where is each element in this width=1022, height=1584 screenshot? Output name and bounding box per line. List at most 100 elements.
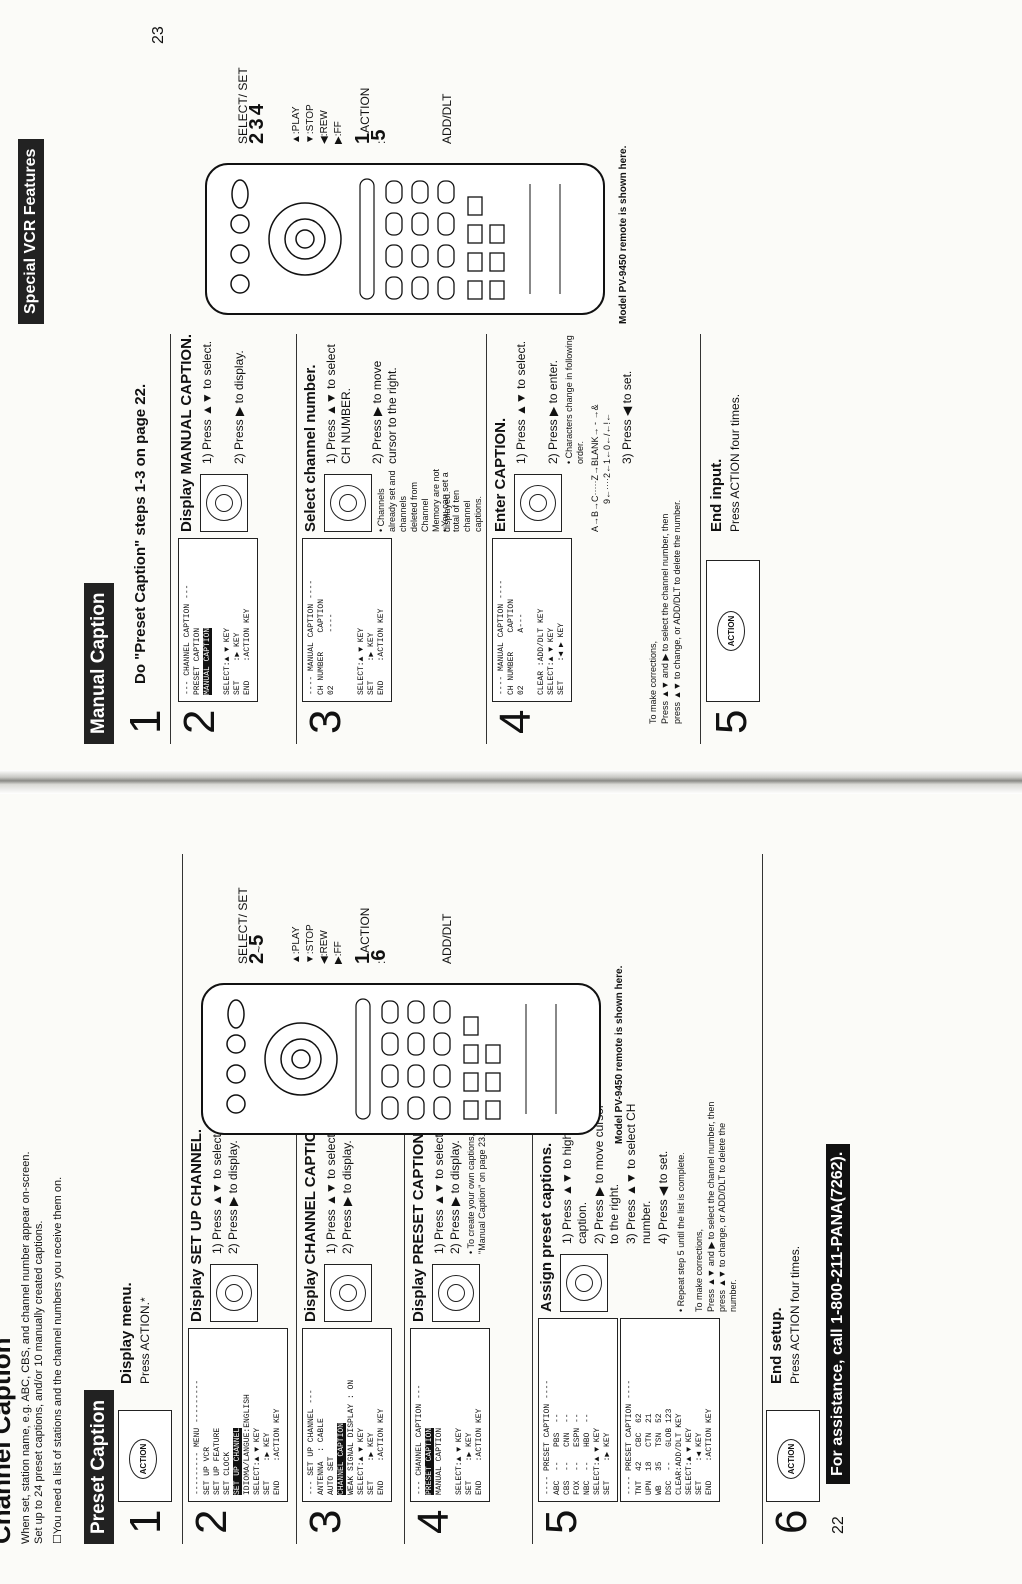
step-4-title: Display PRESET CAPTION. <box>410 1128 427 1322</box>
callout-action: 1ACTION :5 <box>352 87 390 144</box>
step-3-sub-1: 1) Press ▲▼ to select. <box>324 1130 338 1254</box>
intro-line-2: Set up to 24 preset captions, and/or 10 … <box>33 1220 45 1544</box>
joystick-pad-icon <box>432 1264 480 1322</box>
preset-caption-screen-2: ---- PRESET CAPTION ---- TNT 42 CBC 62 U… <box>620 1318 720 1502</box>
divider <box>532 1104 533 1544</box>
step-2-sub-2: 2) Press ▶ to display. <box>226 1140 240 1254</box>
step-2-title: Display SET UP CHANNEL. <box>188 1128 205 1322</box>
set-up-channel-screen: --- SET UP CHANNEL --- ANTENNA : CABLE A… <box>302 1328 392 1502</box>
callout-select-set: SELECT/ SET 2 3 4 <box>236 67 268 144</box>
char-sequence-1: A→B→C·····Z→BLANK→ - →& <box>590 404 600 532</box>
corr-3: press ▲▼ to change, or ADD/DLT to delete… <box>672 499 682 724</box>
step-4-title: Enter CAPTION. <box>492 417 509 532</box>
step-5-number: 5 <box>537 1509 586 1534</box>
step-2-sub-2: 2) Press ▶ to display. <box>232 350 246 464</box>
action-button-box: ACTION <box>118 1410 172 1502</box>
step-4-note: • Characters change in following order. <box>564 335 585 464</box>
action-button-box: ACTION <box>706 560 760 702</box>
manual-caption-screen-1: ---- MANUAL CAPTION ---- CH NUMBER CAPTI… <box>302 538 392 702</box>
remote-control-icon <box>201 983 601 1135</box>
step-4-sub-2: 2) Press ▶ to enter. <box>546 360 560 464</box>
model-note-right: Model PV-9450 remote is shown here. <box>618 145 629 324</box>
channel-caption-screen: --- CHANNEL CAPTION --- PRESET CAPTION M… <box>410 1328 490 1502</box>
step-1-number: 1 <box>121 709 170 734</box>
step-3-sub-2: 2) Press ▶ to move cursor to the right. <box>370 360 399 464</box>
callout-select-set: SELECT/ SET 2~5 <box>236 887 268 964</box>
divider <box>170 334 171 744</box>
channel-caption-screen: --- CHANNEL CAPTION --- PRESET CAPTION M… <box>178 538 258 702</box>
step-2-title: Display MANUAL CAPTION. <box>178 333 195 532</box>
divider <box>486 334 487 744</box>
step-5-title: Assign preset captions. <box>538 1142 555 1312</box>
step-5-note: • Repeat step 5 until the list is comple… <box>676 1152 686 1312</box>
step-4-sub-1: 1) Press ▲▼ to select. <box>432 1130 446 1254</box>
callout-add-dlt: ADD/DLT <box>440 93 454 144</box>
step-3-number: 3 <box>301 1509 350 1534</box>
intro-line-1: When set, station name, e.g. ABC, CBS, a… <box>20 1151 32 1544</box>
divider <box>182 854 183 1544</box>
preset-caption-screen-1: ---- PRESET CAPTION ---- ABC -- PBS -- C… <box>538 1318 618 1502</box>
step-3-number: 3 <box>301 709 350 734</box>
step-6-title: End setup. <box>768 1307 785 1384</box>
step-3-sub-1: 1) Press ▲▼ to select CH NUMBER. <box>324 344 353 464</box>
callout-action: 1ACTION :6 <box>352 907 390 964</box>
step-3-sub-2: 2) Press ▶ to display. <box>340 1140 354 1254</box>
char-sequence-2: 9←····2←1←0←/←!← <box>602 412 612 504</box>
special-vcr-features-bar: Special VCR Features <box>18 138 44 324</box>
step-6-number: 6 <box>767 1509 816 1534</box>
step-2-sub-1: 1) Press ▲▼ to select. <box>210 1130 224 1254</box>
page-number-23: 23 <box>150 26 167 44</box>
intro-note: ☐You need a list of stations and the cha… <box>52 1176 64 1544</box>
corr-1: To make corrections, <box>648 640 658 724</box>
joystick-pad-icon <box>210 1264 258 1322</box>
joystick-pad-icon <box>560 1254 608 1312</box>
step-4-sub-3: 3) Press ◀ to set. <box>620 370 634 464</box>
step-5-sub: Press ACTION four times. <box>728 393 742 532</box>
divider <box>700 334 701 744</box>
joystick-pad-icon <box>324 474 372 532</box>
divider <box>404 1104 405 1544</box>
action-button-icon: ACTION <box>777 1439 805 1479</box>
remote-control-icon <box>205 163 605 315</box>
divider <box>296 334 297 744</box>
joystick-pad-icon <box>324 1264 372 1322</box>
model-note-left: Model PV-9450 remote is shown here. <box>614 965 625 1144</box>
callout-add-dlt: ADD/DLT <box>440 913 454 964</box>
step-2-number: 2 <box>187 1509 236 1534</box>
preset-caption-bar: Preset Caption <box>84 1389 114 1544</box>
step-1-title: Do "Preset Caption" steps 1-3 on page 22… <box>132 383 149 684</box>
step-1-title: Display menu. <box>118 1282 135 1384</box>
callout-keys: ▲:PLAY ▼:STOP ◀:REW ▶:FF <box>291 924 344 964</box>
step-5-sub-4: 4) Press ◀ to set. <box>656 1150 670 1244</box>
step-6-sub: Press ACTION four times. <box>788 1245 802 1384</box>
step-5-corr-2: Press ▲▼ and ▶ to select the channel num… <box>706 1101 738 1312</box>
corr-2: Press ▲▼ and ▶ to select the channel num… <box>660 513 670 724</box>
step-3-title: Display CHANNEL CAPTION. <box>302 1115 319 1322</box>
step-5-sub-3: 3) Press ▲▼ to select CH number. <box>624 1103 653 1244</box>
step-5-number: 5 <box>707 709 756 734</box>
action-button-icon: ACTION <box>129 1439 157 1479</box>
action-button-box: ACTION <box>766 1410 820 1502</box>
manual-caption-screen-2: ---- MANUAL CAPTION ---- CH NUMBER CAPTI… <box>492 538 572 702</box>
step-1-sub: Press ACTION.* <box>138 1297 152 1384</box>
step-3-title: Select channel number. <box>302 364 319 532</box>
callout-keys: ▲:PLAY ▼:STOP ◀:REW ▶:FF <box>291 104 344 144</box>
step-1-number: 1 <box>121 1509 170 1534</box>
joystick-pad-icon <box>200 474 248 532</box>
step-2-sub-1: 1) Press ▲▼ to select. <box>200 340 214 464</box>
page-number-22: 22 <box>830 1516 847 1534</box>
menu-screen: --------- MENU --------- SET UP VCR SET … <box>188 1328 288 1502</box>
step-3-note-2: • You can set a total of ten channel cap… <box>440 472 483 532</box>
step-2-number: 2 <box>175 709 224 734</box>
joystick-pad-icon <box>514 474 562 532</box>
action-button-icon: ACTION <box>717 611 745 651</box>
divider <box>762 854 763 1544</box>
divider <box>296 1104 297 1544</box>
step-5-corr-1: To make corrections, <box>694 1228 704 1312</box>
step-4-number: 4 <box>409 1509 458 1534</box>
step-5-title: End input. <box>708 458 725 532</box>
step-4-sub-2: 2) Press ▶ to display. <box>448 1140 462 1254</box>
manual-caption-bar: Manual Caption <box>84 582 114 744</box>
step-4-number: 4 <box>491 709 540 734</box>
